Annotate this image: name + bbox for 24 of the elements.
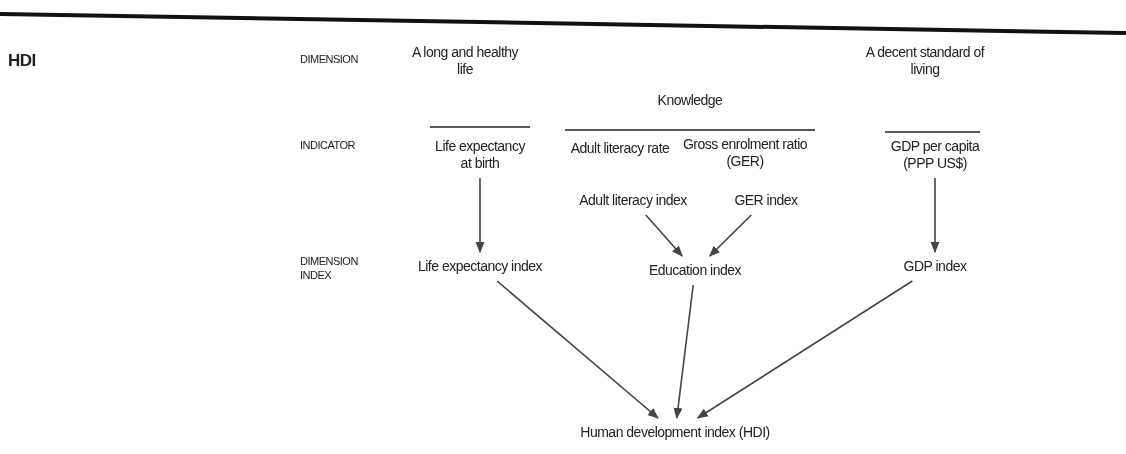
indicator-text: Gross enrolment ratio (GER) xyxy=(681,136,809,170)
dimension-heading: A decent standard of living xyxy=(864,44,986,78)
indicator-text: Adult literacy rate xyxy=(569,140,671,157)
index-text: Human development index (HDI) xyxy=(560,424,790,441)
dimension-heading: A long and healthy life xyxy=(410,44,520,78)
index-text: GDP per capita (PPP US$) xyxy=(880,138,990,172)
arrow xyxy=(645,214,683,257)
index-text: Education index xyxy=(630,262,760,279)
index-text: Adult literacy index xyxy=(578,192,688,209)
index-text: Life expectancy at birth xyxy=(432,138,528,172)
title: HDI xyxy=(8,52,36,69)
arrow xyxy=(673,284,694,420)
arrow xyxy=(496,280,659,419)
arrow xyxy=(708,214,753,257)
arrow xyxy=(696,280,914,419)
row-label: DIMENSION INDEX xyxy=(300,254,359,282)
row-label: INDICATOR xyxy=(300,138,356,152)
index-text: GER index xyxy=(728,192,804,209)
dimension-heading: Knowledge xyxy=(656,92,724,109)
arrow xyxy=(930,177,940,254)
arrow xyxy=(475,177,485,254)
row-label: DIMENSION xyxy=(300,52,359,66)
index-text: GDP index xyxy=(895,258,975,275)
index-text: Life expectancy index xyxy=(410,258,550,275)
